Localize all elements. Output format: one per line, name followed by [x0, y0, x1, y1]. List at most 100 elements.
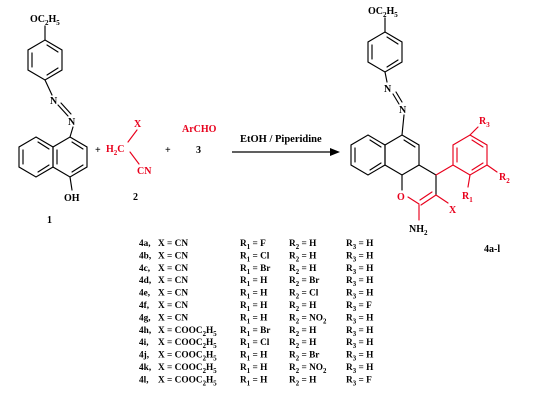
bond	[37, 164, 50, 173]
table-cell-r3: R3 = H	[346, 351, 374, 363]
compound-number-2: 2	[133, 192, 138, 203]
table-cell-r3: R3 = H	[346, 276, 374, 288]
bond	[471, 162, 484, 171]
table-cell-r3: R3 = H	[346, 239, 374, 251]
azo-double-bond	[57, 104, 69, 117]
product-naphthalene-ring	[384, 134, 420, 176]
table-cell-r1: R1 = H	[240, 301, 268, 313]
table-cell-r1: R1 = Cl	[240, 338, 270, 350]
product-amine: NH2	[409, 224, 428, 237]
table-cell-r3: R3 = H	[346, 326, 374, 338]
bond	[471, 139, 484, 148]
table-cell-r1: R1 = Cl	[240, 251, 270, 263]
reactant-2-ch2-label: H2C	[106, 144, 125, 157]
table-cell-r1: R1 = F	[240, 239, 266, 251]
bond	[369, 162, 382, 171]
table-cell-r2: R2 = H	[289, 375, 317, 387]
table-cell-r3: R3 = H	[346, 338, 374, 350]
table-cell-r1: R1 = H	[240, 351, 268, 363]
product-x-label: X	[449, 205, 457, 216]
table-cell-r3: R3 = F	[346, 301, 372, 313]
reactant-2-structure: X H2C CN	[106, 119, 152, 177]
table-cell-r2: R2 = H	[289, 326, 317, 338]
table-cell-r1: R1 = H	[240, 363, 268, 375]
table-cell-compound: 4e,	[139, 289, 150, 299]
table-cell-compound: 4i,	[139, 338, 149, 348]
bond	[384, 71, 388, 83]
bond	[44, 79, 53, 96]
table-cell-r3: R3 = F	[346, 375, 372, 387]
bond	[420, 194, 437, 206]
plus-sign-1: +	[95, 145, 101, 156]
table-cell-r1: R1 = Br	[240, 264, 270, 276]
product-ring-oxygen: O	[397, 192, 405, 203]
table-cell-x: X = CN	[158, 276, 188, 286]
product-naphthalene-ring	[350, 134, 386, 176]
bond	[386, 59, 399, 68]
table-cell-compound: 4k,	[139, 363, 151, 373]
azo-double-bond	[392, 93, 400, 105]
bond	[386, 36, 399, 45]
table-cell-r3: R3 = H	[346, 264, 374, 276]
table-cell-r1: R1 = H	[240, 375, 268, 387]
table-cell-compound: 4f,	[139, 301, 149, 311]
table-cell-r1: R1 = H	[240, 313, 268, 325]
bond	[435, 164, 454, 176]
compound-number-3: 3	[196, 145, 201, 156]
table-cell-x: X = CN	[158, 239, 188, 249]
table-cell-r2: R2 = NO2	[289, 363, 327, 375]
table-cell-compound: 4d,	[139, 276, 151, 286]
bond	[69, 126, 74, 138]
compound-number-1: 1	[47, 215, 52, 226]
table-cell-r2: R2 = Br	[289, 276, 319, 288]
product-structure: OC2H5 N N O X NH2	[350, 6, 510, 237]
table-cell-compound: 4b,	[139, 251, 151, 261]
reactant-1-hydroxyl: OH	[64, 193, 80, 204]
table-cell-x: X = COOC2H5	[158, 351, 217, 363]
table-cell-compound: 4a,	[139, 239, 151, 249]
bond	[407, 196, 420, 205]
table-cell-r2: R2 = Br	[289, 351, 319, 363]
table-cell-x: X = CN	[158, 264, 188, 274]
bond	[467, 174, 471, 188]
table-cell-x: X = COOC2H5	[158, 326, 217, 338]
azo-double-bond	[395, 91, 403, 103]
reactant-2-x-label: X	[134, 119, 142, 130]
bond	[46, 44, 59, 53]
reactant-1-ethoxy-label: OC2H5	[30, 14, 60, 27]
table-cell-compound: 4c,	[139, 264, 150, 274]
table-cell-r2: R2 = H	[289, 301, 317, 313]
naphthalene-ring	[18, 136, 54, 178]
bond	[435, 194, 449, 204]
product-aryl-ring	[452, 134, 488, 176]
product-r3-label: R3	[479, 116, 490, 129]
table-cell-r2: R2 = NO2	[289, 313, 327, 325]
table-cell-r2: R2 = H	[289, 239, 317, 251]
table-cell-r3: R3 = H	[346, 363, 374, 375]
reactant-1-azo-n1: N	[50, 96, 58, 107]
reactant-2-cn-label: CN	[137, 166, 152, 177]
bond	[403, 139, 416, 148]
table-cell-x: X = CN	[158, 289, 188, 299]
bond	[69, 176, 73, 191]
bond	[469, 126, 479, 136]
bond	[71, 164, 84, 173]
reactant-1-structure: OC2H5 N N OH	[18, 14, 88, 204]
product-azo-n1: N	[384, 84, 392, 95]
table-row: 4d, X = CN R1 = H R2 = Br R3 = H	[139, 276, 374, 288]
table-cell-r3: R3 = H	[346, 289, 374, 301]
product-r1-label: R1	[462, 191, 473, 204]
table-cell-x: X = CN	[158, 301, 188, 311]
table-cell-x: X = COOC2H5	[158, 363, 217, 375]
table-cell-compound: 4l,	[139, 375, 149, 385]
plus-sign-2: +	[165, 145, 171, 156]
compound-number-4: 4a-l	[484, 244, 500, 255]
table-cell-compound: 4h,	[139, 326, 151, 336]
table-cell-r1: R1 = H	[240, 276, 268, 288]
product-azo-n2: N	[399, 105, 407, 116]
substituent-table: 4a, X = CN R1 = F R2 = H R3 = H 4b, X = CN R1 =…	[139, 239, 374, 387]
